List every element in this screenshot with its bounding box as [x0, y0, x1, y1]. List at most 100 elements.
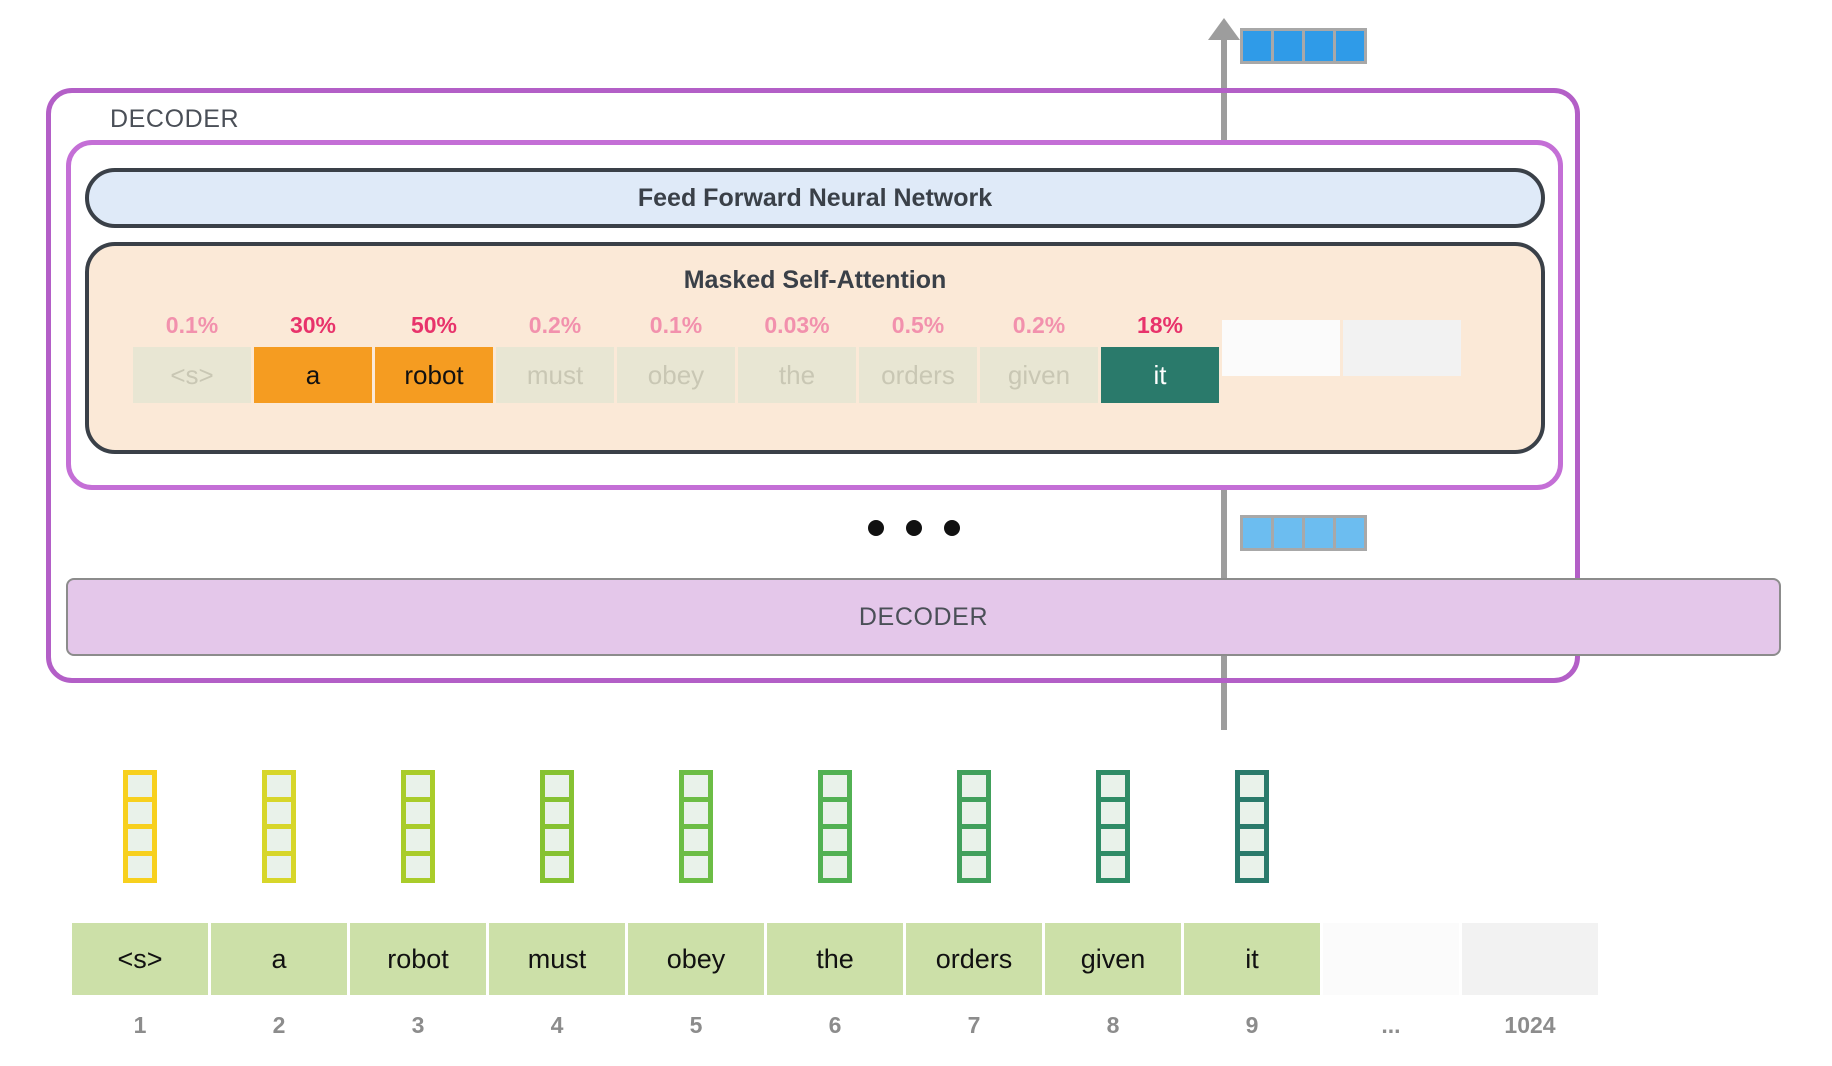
- attention-token-cell[interactable]: [1222, 320, 1340, 376]
- input-token-cell[interactable]: the: [767, 923, 903, 995]
- input-token-column: <s> 1: [72, 923, 208, 1039]
- input-token-index: 5: [689, 1012, 703, 1038]
- input-token-index: 7: [967, 1012, 981, 1038]
- embedding-vector-bar: [262, 770, 296, 883]
- embedding-vector-bar: [679, 770, 713, 883]
- embedding-vector-bar: [540, 770, 574, 883]
- input-token-cell[interactable]: <s>: [72, 923, 208, 995]
- embedding-cell: [1240, 802, 1264, 824]
- embedding-vector-bar: [1235, 770, 1269, 883]
- input-token-cell[interactable]: [1323, 923, 1459, 995]
- attention-column: 0.03% the: [738, 312, 856, 403]
- input-token-cell[interactable]: obey: [628, 923, 764, 995]
- embedding-column: [489, 770, 625, 883]
- input-token-cell[interactable]: must: [489, 923, 625, 995]
- attention-percent: 0.03%: [764, 312, 830, 338]
- embedding-cell: [128, 802, 152, 824]
- input-token-index: ...: [1381, 1012, 1401, 1038]
- input-token-index: 9: [1245, 1012, 1259, 1038]
- attention-token-cell[interactable]: a: [254, 347, 372, 403]
- embedding-cell: [406, 856, 430, 878]
- input-token-cell[interactable]: robot: [350, 923, 486, 995]
- embedding-cell: [1240, 775, 1264, 797]
- embedding-cell: [1101, 775, 1125, 797]
- input-token-cell[interactable]: it: [1184, 923, 1320, 995]
- vector-cell: [1274, 518, 1302, 548]
- output-vector-top: [1240, 28, 1367, 64]
- input-token-column: it 9: [1184, 923, 1320, 1039]
- input-token-cell[interactable]: given: [1045, 923, 1181, 995]
- embedding-cell: [1101, 829, 1125, 851]
- embedding-vector-bar: [818, 770, 852, 883]
- attention-token-cell[interactable]: orders: [859, 347, 977, 403]
- embedding-cell: [1240, 856, 1264, 878]
- attention-column: 0.1%obey: [617, 312, 735, 403]
- attention-token-cell[interactable]: given: [980, 347, 1098, 403]
- attention-token-cell[interactable]: robot: [375, 347, 493, 403]
- vector-cell: [1305, 31, 1333, 61]
- vector-cell: [1336, 518, 1364, 548]
- embedding-cell: [545, 856, 569, 878]
- embedding-cell: [406, 829, 430, 851]
- decoder-lower-bar: DECODER: [66, 578, 1781, 656]
- embedding-cell: [684, 802, 708, 824]
- embedding-cell: [406, 802, 430, 824]
- attention-column: [1222, 312, 1340, 403]
- embedding-cell: [823, 802, 847, 824]
- embedding-cell: [545, 829, 569, 851]
- ellipsis-dot: [868, 520, 884, 536]
- embedding-vector-bar: [957, 770, 991, 883]
- embedding-cell: [1240, 829, 1264, 851]
- ellipsis-dot: [906, 520, 922, 536]
- input-token-cell[interactable]: orders: [906, 923, 1042, 995]
- attention-percent: 0.2%: [1012, 312, 1066, 338]
- embedding-cell: [128, 856, 152, 878]
- output-vector-middle: [1240, 515, 1367, 551]
- attention-percent: 18%: [1136, 312, 1184, 338]
- embedding-cell: [1101, 802, 1125, 824]
- attention-percent: 0.5%: [891, 312, 945, 338]
- embedding-cell: [267, 856, 291, 878]
- embedding-cell: [823, 829, 847, 851]
- embedding-column: [906, 770, 1042, 883]
- embedding-cell: [684, 829, 708, 851]
- embedding-cell: [128, 829, 152, 851]
- attention-token-cell[interactable]: obey: [617, 347, 735, 403]
- input-token-index: 8: [1106, 1012, 1120, 1038]
- attention-token-cell[interactable]: <s>: [133, 347, 251, 403]
- embedding-column: [72, 770, 208, 883]
- input-token-cell[interactable]: a: [211, 923, 347, 995]
- input-token-column: given 8: [1045, 923, 1181, 1039]
- attention-column: 0.2%must: [496, 312, 614, 403]
- attention-token-cell[interactable]: the: [738, 347, 856, 403]
- attention-column: 0.2% given: [980, 312, 1098, 403]
- embedding-cell: [962, 829, 986, 851]
- input-token-index: 1: [133, 1012, 147, 1038]
- embedding-cell: [545, 802, 569, 824]
- embedding-cell: [128, 775, 152, 797]
- attention-percent: 30%: [289, 312, 337, 338]
- input-token-column: orders 7: [906, 923, 1042, 1039]
- input-token-cell[interactable]: [1462, 923, 1598, 995]
- attention-column: [1343, 312, 1461, 403]
- input-token-column: ...: [1323, 923, 1459, 1039]
- embedding-vector-bar: [123, 770, 157, 883]
- attention-token-cell[interactable]: [1343, 320, 1461, 376]
- embedding-cell: [962, 775, 986, 797]
- embedding-cell: [962, 856, 986, 878]
- ellipsis-dot: [944, 520, 960, 536]
- embedding-vector-bar: [401, 770, 435, 883]
- attention-token-cell[interactable]: must: [496, 347, 614, 403]
- vector-cell: [1336, 31, 1364, 61]
- attention-token-cell[interactable]: it: [1101, 347, 1219, 403]
- upward-flow-arrowhead: [1208, 18, 1240, 40]
- input-token-column: 1024: [1462, 923, 1598, 1039]
- embedding-cell: [267, 775, 291, 797]
- embedding-cell: [823, 775, 847, 797]
- embedding-cell: [684, 775, 708, 797]
